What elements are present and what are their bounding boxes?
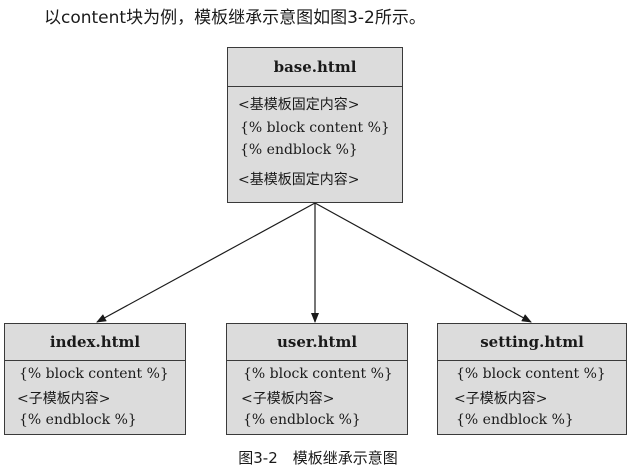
setting-block-end: {% endblock %} (456, 412, 574, 428)
base-block-end: {% endblock %} (240, 142, 358, 158)
index-child-content: <子模板内容> (17, 391, 111, 407)
base-fixed-content-top: <基模板固定内容> (238, 97, 360, 113)
user-template-box: user.html {% block content %} <子模板内容> {%… (226, 323, 408, 435)
setting-block-start: {% block content %} (456, 366, 606, 382)
index-block-end: {% endblock %} (19, 412, 137, 428)
base-fixed-content-bottom: <基模板固定内容> (238, 172, 360, 188)
intro-text: 以content块为例，模板继承示意图如图3-2所示。 (44, 8, 426, 28)
user-template-title: user.html (227, 324, 407, 361)
setting-template-box: setting.html {% block content %} <子模板内容>… (437, 323, 627, 435)
index-block-start: {% block content %} (19, 366, 169, 382)
setting-child-content: <子模板内容> (454, 391, 548, 407)
base-block-start: {% block content %} (240, 120, 390, 136)
user-block-start: {% block content %} (243, 366, 393, 382)
index-template-title: index.html (5, 324, 185, 361)
base-template-box: base.html <基模板固定内容> {% block content %} … (227, 47, 403, 203)
user-block-end: {% endblock %} (243, 412, 361, 428)
base-template-title: base.html (228, 48, 402, 87)
arrow-to-index (96, 202, 316, 323)
figure-caption: 图3-2 模板继承示意图 (238, 449, 398, 467)
arrow-to-setting (314, 202, 532, 323)
user-child-content: <子模板内容> (241, 391, 335, 407)
index-template-box: index.html {% block content %} <子模板内容> {… (4, 323, 186, 435)
setting-template-title: setting.html (438, 324, 626, 361)
